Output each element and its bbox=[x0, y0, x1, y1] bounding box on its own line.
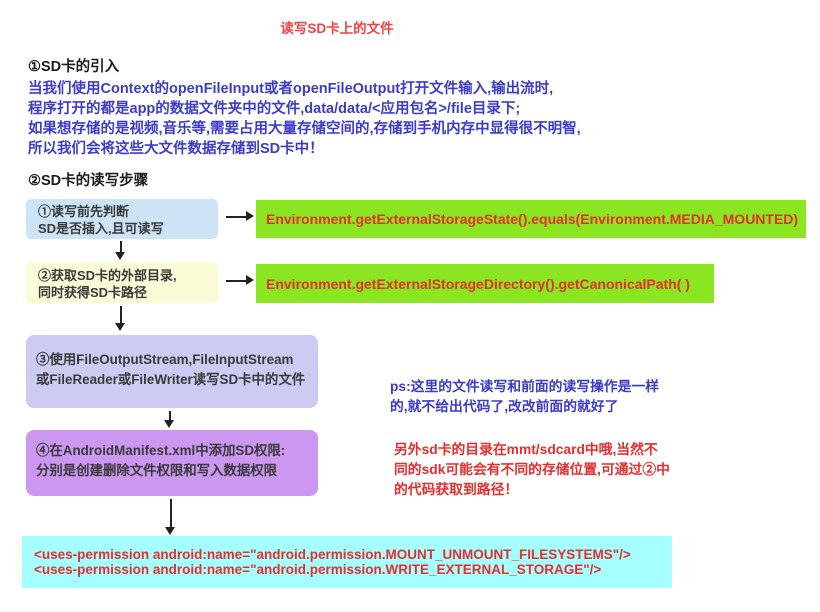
page-title: 读写SD卡上的文件 bbox=[280, 21, 394, 36]
flow-step4-box: ④在AndroidManifest.xml中添加SD权限: 分别是创建删除文件权… bbox=[26, 430, 318, 496]
intro-line: 当我们使用Context的openFileInput或者openFileOutp… bbox=[28, 81, 554, 97]
section2-heading: ②SD卡的读写步骤 bbox=[28, 173, 149, 189]
ps-note: ps:这里的文件读写和前面的读写操作是一样 的,就不给出代码了,改改前面的就好了 bbox=[390, 377, 659, 417]
sdcard-path-note: 另外sd卡的目录在mmt/sdcard中哦,当然不 同的sdk可能会有不同的存储… bbox=[394, 440, 670, 500]
permissions-code-box: <uses-permission android:name="android.p… bbox=[22, 536, 672, 588]
step2-code-box: Environment.getExternalStorageDirectory(… bbox=[256, 264, 714, 303]
section1-heading: ①SD卡的引入 bbox=[28, 59, 120, 75]
step2-code: Environment.getExternalStorageDirectory(… bbox=[266, 275, 690, 292]
step2-line: 同时获得SD卡路径 bbox=[38, 285, 148, 300]
flow-step2-box: ②获取SD卡的外部目录, 同时获得SD卡路径 bbox=[26, 262, 218, 303]
flow-step1-box: ①读写前先判断 SD是否插入,且可读写 bbox=[26, 199, 218, 239]
step4-line: ④在AndroidManifest.xml中添加SD权限: bbox=[36, 443, 286, 458]
ps-note-line: ps:这里的文件读写和前面的读写操作是一样 bbox=[390, 379, 660, 394]
step1-code: Environment.getExternalStorageState().eq… bbox=[266, 211, 799, 227]
permission-line: <uses-permission android:name="android.p… bbox=[34, 562, 602, 577]
intro-paragraph: 当我们使用Context的openFileInput或者openFileOutp… bbox=[28, 79, 581, 159]
step1-line: ①读写前先判断 bbox=[38, 204, 130, 219]
ps-note-line: 的,就不给出代码了,改改前面的就好了 bbox=[390, 399, 619, 414]
sdcard-path-note-line: 的代码获取到路径！ bbox=[394, 482, 519, 497]
step3-line: 或FileReader或FileWriter读写SD卡中的文件 bbox=[36, 372, 306, 387]
sdcard-path-note-line: 同的sdk可能会有不同的存储位置,可通过②中 bbox=[394, 462, 670, 477]
step1-code-box: Environment.getExternalStorageState().eq… bbox=[256, 200, 806, 238]
step2-line: ②获取SD卡的外部目录, bbox=[38, 268, 177, 283]
intro-line: 程序打开的都是app的数据文件夹中的文件,data/data/<应用包名>/fi… bbox=[28, 101, 521, 117]
intro-line: 所以我们会将这些大文件数据存储到SD卡中！ bbox=[28, 141, 324, 157]
sdcard-path-note-line: 另外sd卡的目录在mmt/sdcard中哦,当然不 bbox=[394, 442, 658, 457]
step3-line: ③使用FileOutputStream,FileInputStream bbox=[36, 352, 294, 367]
step4-line: 分别是创建删除文件权限和写入数据权限 bbox=[36, 463, 278, 478]
intro-line: 如果想存储的是视频,音乐等,需要占用大量存储空间的,存储到手机内存中显得很不明智… bbox=[28, 121, 581, 137]
step1-line: SD是否插入,且可读写 bbox=[38, 221, 164, 236]
permission-line: <uses-permission android:name="android.p… bbox=[34, 547, 631, 562]
flow-step3-box: ③使用FileOutputStream,FileInputStream 或Fil… bbox=[26, 335, 318, 408]
